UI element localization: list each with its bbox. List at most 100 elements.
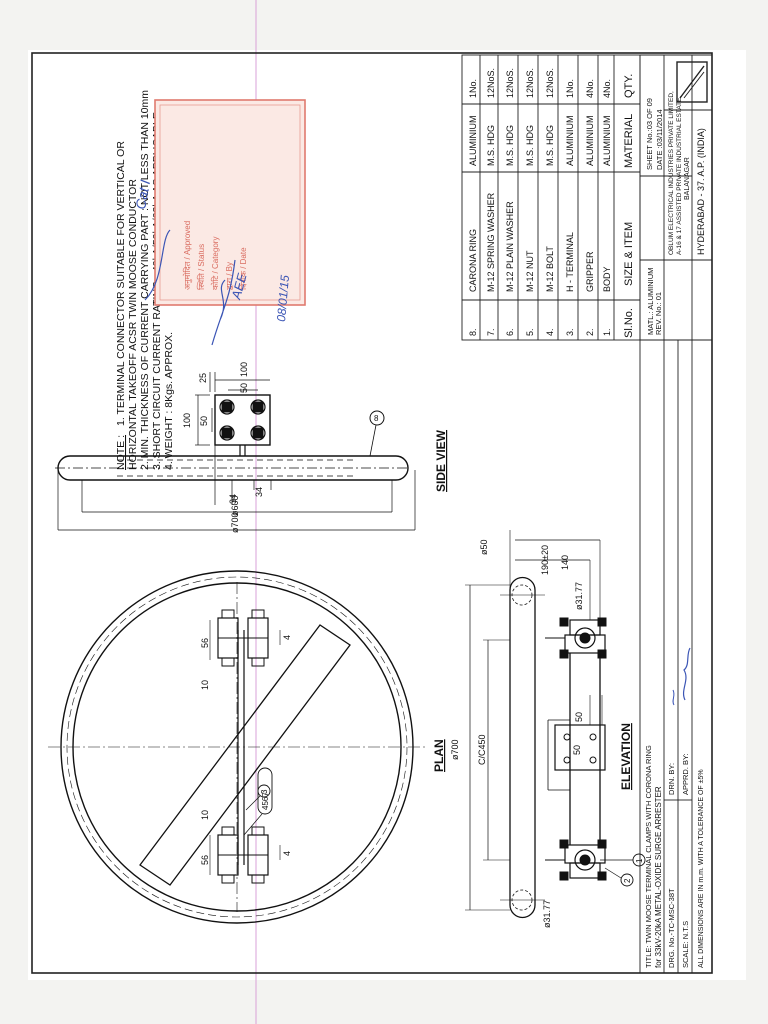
bom-item-2: GRIPPER <box>585 251 595 292</box>
drn-by: DRN. BY: <box>667 763 676 795</box>
title-line-1: TITLE: TWIN MOOSE TERMINAL CLAMPS WITH C… <box>644 745 653 968</box>
apprd-by: APPRD. BY: <box>681 753 690 795</box>
dim-s50: 50 <box>199 416 209 426</box>
dim-s25: 25 <box>198 373 208 383</box>
handwriting-cat: Cat I <box>132 179 153 211</box>
bom-item-8: CARONA RING <box>468 229 478 292</box>
dim-e50b: 50 <box>572 745 582 755</box>
tolerance: ALL DIMENSIONS ARE IN m.m. WITH A TOLERA… <box>698 769 705 968</box>
bom-header-material: MATERIAL <box>623 114 635 168</box>
note-line-2: HORIZONTAL TAKEOFF ACSR TWIN MOOSE CONDU… <box>127 179 139 470</box>
dim-h190: 190±20 <box>540 545 550 575</box>
dim-s100b: 100 <box>239 362 249 377</box>
sheet-no: SHEET No.:03 OF 09 <box>645 98 654 170</box>
balloon-1: 1 <box>635 858 644 863</box>
scale: SCALE: N.T.S <box>681 921 690 968</box>
bom-no-8: 8. <box>468 328 478 336</box>
dim-d3177-top: ø31.77 <box>574 582 584 610</box>
bom-item-1: BODY <box>602 266 612 292</box>
bom-header-no: Sl.No. <box>623 308 635 338</box>
bom-qty-6: 12NoS. <box>505 68 515 98</box>
dim-w10-top: 10 <box>200 680 210 690</box>
company-line-4: HYDERABAD - 37. A.P. (INDIA) <box>696 128 706 255</box>
company-line-3: BALANAGAR <box>684 157 691 200</box>
dim-w56-bottom: 56 <box>200 855 210 865</box>
bom-text: 8. CARONA RING ALUMINIUM 1No. 7. M-12 SP… <box>468 68 635 338</box>
dim-s100: 100 <box>182 413 192 428</box>
title-line-2: for 33kV-20kA METAL-OXIDE SURGE ARRESTER <box>654 786 663 968</box>
dim-s34a: 34 <box>228 494 238 504</box>
plan-view <box>48 570 428 924</box>
company-line-1: OBLUM ELECTRICAL INDUSTRIES PRIVATE LIMI… <box>668 91 675 255</box>
elevation-label: ELEVATION <box>619 723 633 790</box>
dim-e50a: 50 <box>574 712 584 722</box>
bom-item-5: M-12 NUT <box>525 250 535 292</box>
company-line-2: A-16 & 17 ASSISTED PRIVATE INDUSTRIAL ES… <box>676 96 683 255</box>
handwriting-name: AEE <box>228 271 250 301</box>
material-spec: MATL.: ALUMINIUM <box>646 268 655 335</box>
approver-signature <box>682 647 691 701</box>
bom-qty-8: 1No. <box>468 79 478 98</box>
drawer-signature <box>672 689 675 706</box>
bom-no-5: 5. <box>525 328 535 336</box>
bom-mat-1: ALUMINIUM <box>602 115 612 166</box>
bom-item-7: M-12 SPRING WASHER <box>486 192 496 292</box>
note-line-3: 2. MIN. THICKNESS OF CURRENT CARRYING PA… <box>139 90 151 470</box>
bom-no-6: 6. <box>505 328 515 336</box>
dim-cc450: C/C450 <box>477 734 487 765</box>
note-line-5: 4. WEIGHT : 8Kgs. APPROX. <box>163 332 175 470</box>
balloon-3: 3 <box>260 789 269 794</box>
plan-label: PLAN <box>432 739 446 772</box>
balloon-2: 2 <box>623 878 632 883</box>
notes-block: NOTE : 1. TERMINAL CONNECTOR SUITABLE FO… <box>115 90 175 470</box>
bom-mat-2: ALUMINIUM <box>585 115 595 166</box>
dim-h140: 140 <box>560 555 570 570</box>
rev-no: REV. No.: 01 <box>654 292 663 335</box>
dim-d700-plan: ø700 <box>450 739 460 760</box>
stamp-line-5: दिनांक / Date <box>238 247 248 290</box>
dim-s34b: 34 <box>254 487 264 497</box>
stamp-line-3: कोटि / Category <box>210 237 220 290</box>
handwriting-date: 08/01/15 <box>274 274 292 322</box>
bom-item-6: M-12 PLAIN WASHER <box>505 201 515 292</box>
bom-qty-5: 12NoS. <box>525 68 535 98</box>
note-line-1: 1. TERMINAL CONNECTOR SUITABLE FOR VERTI… <box>115 141 127 426</box>
elevation-view <box>465 530 646 919</box>
page <box>28 50 746 980</box>
side-view-label: SIDE VIEW <box>434 429 448 492</box>
bom-no-1: 1. <box>602 328 612 336</box>
stamp-line-4: द्वारा / By <box>225 262 234 290</box>
bom-no-7: 7. <box>486 328 496 336</box>
bom-mat-5: M.S. HDG <box>525 125 535 166</box>
dim-w4-bottom: 4 <box>282 851 292 856</box>
approval-stamp: अनुमोदित / Approved स्थिति / Status कोटि… <box>132 99 306 346</box>
balloon-group: 4567 <box>261 792 270 810</box>
bom-mat-7: M.S. HDG <box>486 125 496 166</box>
notes-heading: NOTE : <box>115 435 127 470</box>
drg-no: DRG. No.-TC-MSC-38T <box>667 888 676 968</box>
stamp-line-1: अनुमोदित / Approved <box>182 221 193 290</box>
bom-mat-3: ALUMINIUM <box>565 115 575 166</box>
dim-w10-bottom: 10 <box>200 810 210 820</box>
dim-s50b: 50 <box>239 383 249 393</box>
dim-d3177-bottom: ø31.77 <box>542 900 552 928</box>
date: DATE :03/11/2014 <box>655 109 664 170</box>
bom-mat-8: ALUMINIUM <box>468 115 478 166</box>
bom-item-4: M-12 BOLT <box>545 246 555 292</box>
bom-no-3: 3. <box>565 328 575 336</box>
bom-mat-6: M.S. HDG <box>505 125 515 166</box>
dim-d700-side: ø700 <box>230 512 240 533</box>
dim-d600-side: ø600 <box>230 495 240 516</box>
dim-d50: ø50 <box>479 539 489 555</box>
side-view <box>55 372 416 531</box>
bom-mat-4: M.S. HDG <box>545 125 555 166</box>
stamp-line-2: स्थिति / Status <box>196 244 206 290</box>
bom-qty-2: 4No. <box>585 79 595 98</box>
title-block-text: TITLE: TWIN MOOSE TERMINAL CLAMPS WITH C… <box>644 91 706 968</box>
bom-no-2: 2. <box>585 328 595 336</box>
bom-item-3: H - TERMINAL <box>565 232 575 292</box>
bom-qty-3: 1No. <box>565 79 575 98</box>
bom-header-qty: QTY. <box>623 74 635 98</box>
bom-no-4: 4. <box>545 328 555 336</box>
